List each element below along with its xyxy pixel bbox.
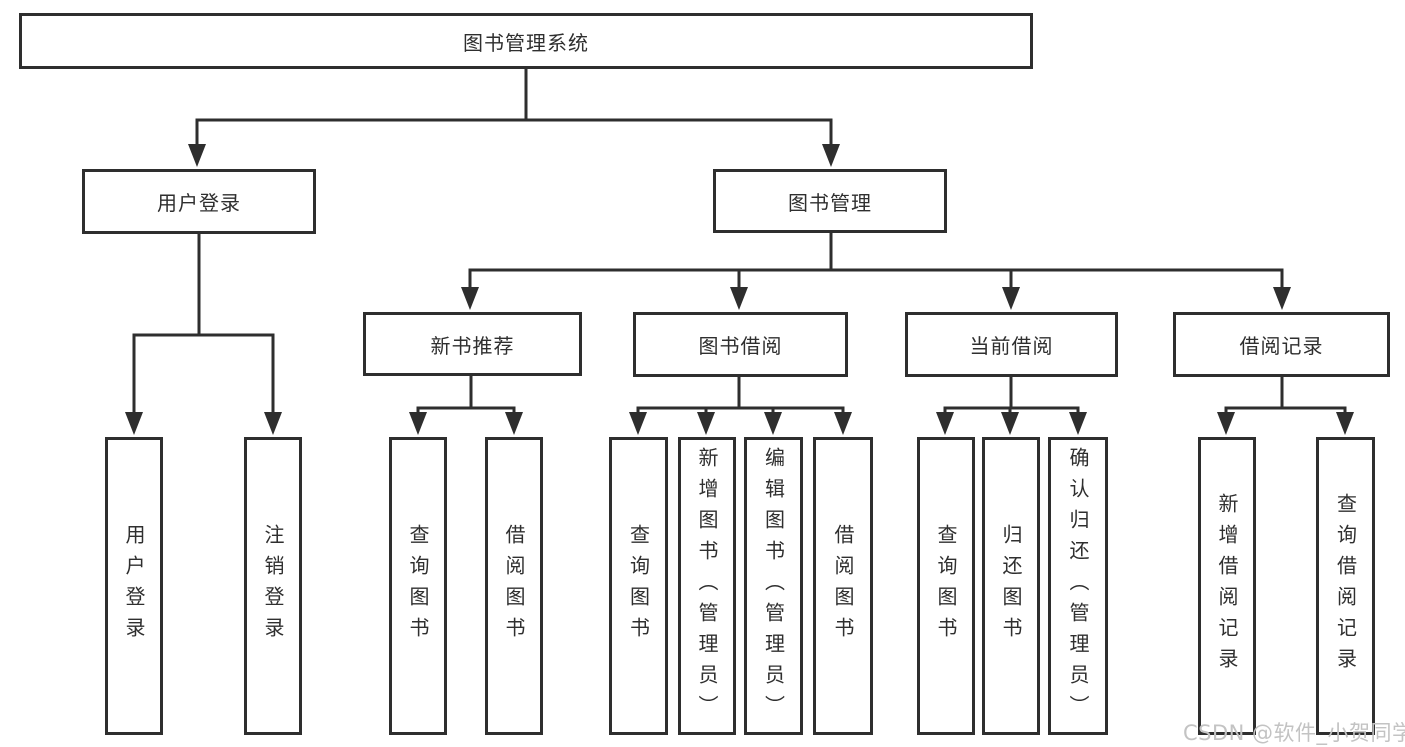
leaf-query-books-recommendation: 查询图书 [389,437,447,735]
node-book-borrowing-label: 图书借阅 [698,334,783,358]
leaf-query-books-current: 查询图书 [917,437,975,735]
node-user-login-label: 用户登录 [157,191,241,215]
node-current-borrowing: 当前借阅 [905,312,1118,377]
leaf-confirm-return-admin: 确认归还（管理员） [1048,437,1108,735]
leaf-edit-books-admin-label: 编辑图书（管理员） [761,446,786,726]
leaf-add-books-admin: 新增图书（管理员） [678,437,736,735]
leaf-return-books: 归还图书 [982,437,1040,735]
leaf-query-books-current-label: 查询图书 [934,524,958,648]
leaf-borrow-books-borrowing-label: 借阅图书 [831,524,855,648]
csdn-watermark: CSDN @软件_小贺同学 [1183,721,1405,745]
node-user-login: 用户登录 [82,169,316,234]
leaf-edit-books-admin: 编辑图书（管理员） [744,437,803,735]
leaf-borrow-books-borrowing: 借阅图书 [813,437,873,735]
leaf-query-books-borrowing-label: 查询图书 [626,524,651,648]
leaf-logout-label: 注销登录 [261,524,285,648]
leaf-borrow-books-recommendation-label: 借阅图书 [502,524,526,648]
leaf-borrow-books-recommendation: 借阅图书 [485,437,543,735]
node-new-book-recommendation-label: 新书推荐 [430,333,515,358]
leaf-confirm-return-admin-label: 确认归还（管理员） [1066,446,1090,726]
node-borrowing-records: 借阅记录 [1173,312,1390,377]
node-book-borrowing: 图书借阅 [633,312,848,377]
node-book-management-label: 图书管理 [788,190,872,215]
node-book-management: 图书管理 [713,169,947,233]
node-root-label: 图书管理系统 [463,30,589,55]
leaf-logout: 注销登录 [244,437,302,735]
node-new-book-recommendation: 新书推荐 [363,312,582,376]
leaf-query-borrow-record-label: 查询借阅记录 [1333,493,1358,679]
leaf-query-books-recommendation-label: 查询图书 [406,524,430,648]
leaf-add-borrow-record-label: 新增借阅记录 [1215,493,1239,679]
leaf-add-books-admin-label: 新增图书（管理员） [695,446,719,726]
node-borrowing-records-label: 借阅记录 [1239,334,1324,358]
leaf-query-books-borrowing: 查询图书 [609,437,668,735]
node-root-library-system: 图书管理系统 [19,13,1033,69]
leaf-return-books-label: 归还图书 [999,524,1023,648]
leaf-query-borrow-record: 查询借阅记录 [1316,437,1375,735]
leaf-user-login-label: 用户登录 [122,524,146,648]
leaf-add-borrow-record: 新增借阅记录 [1198,437,1256,735]
node-current-borrowing-label: 当前借阅 [969,334,1054,358]
leaf-user-login: 用户登录 [105,437,163,735]
